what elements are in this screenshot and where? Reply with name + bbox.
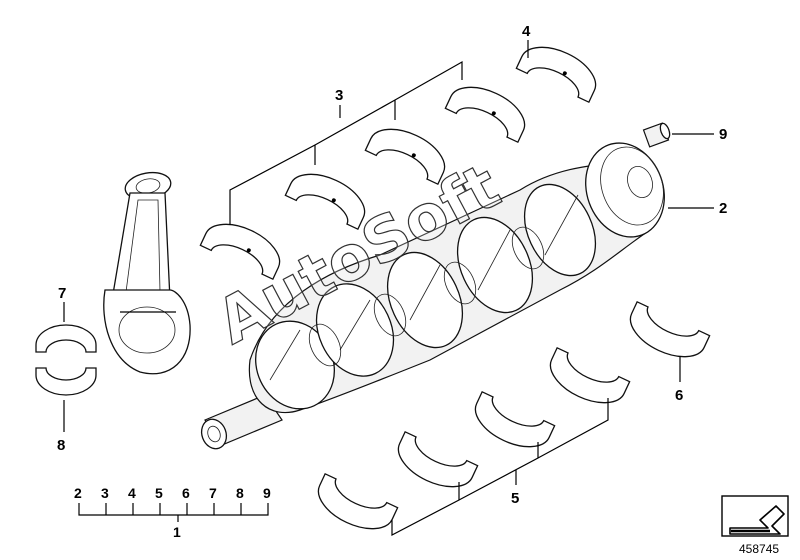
conrod-bearing-shell-8 <box>35 367 97 396</box>
bearing-group-3 <box>199 60 526 281</box>
callout-7: 7 <box>58 285 66 302</box>
bearing-group-5 <box>317 346 631 536</box>
document-number: 458745 <box>739 542 779 556</box>
legend-item: 2 <box>74 485 82 501</box>
bearing-shell <box>474 390 556 448</box>
bearing-shell-6 <box>629 300 711 358</box>
bearing-shell-4 <box>515 46 597 104</box>
callout-4: 4 <box>522 23 531 40</box>
legend-item: 7 <box>209 485 217 501</box>
navigation-arrow-icon[interactable] <box>721 495 789 537</box>
legend-bracket <box>78 503 269 522</box>
legend-item: 6 <box>182 485 190 501</box>
bearing-shell <box>444 86 526 144</box>
legend-item: 4 <box>128 485 136 501</box>
legend-item: 9 <box>263 485 271 501</box>
parts-legend: 2 3 4 5 6 7 8 9 1 <box>74 485 271 540</box>
legend-total: 1 <box>173 524 181 540</box>
bearing-shell <box>284 173 366 231</box>
legend-item: 5 <box>155 485 163 501</box>
bearing-shell <box>317 472 399 530</box>
crankshaft <box>200 142 665 450</box>
bearing-shell <box>364 128 446 186</box>
callout-8: 8 <box>57 437 65 454</box>
legend-item: 8 <box>236 485 244 501</box>
bearing-shell <box>397 430 479 488</box>
legend-item: 3 <box>101 485 109 501</box>
callout-3: 3 <box>335 87 343 104</box>
callout-6: 6 <box>675 387 683 404</box>
leader-line-5 <box>391 398 609 536</box>
callout-5: 5 <box>511 490 519 507</box>
connecting-rod <box>103 171 191 375</box>
callout-2: 2 <box>719 200 727 217</box>
conrod-bearing-shell-7 <box>35 324 97 353</box>
callout-9: 9 <box>719 126 727 143</box>
bush-9 <box>642 122 671 148</box>
bearing-shell <box>549 346 631 404</box>
leader-line-3 <box>229 60 463 225</box>
